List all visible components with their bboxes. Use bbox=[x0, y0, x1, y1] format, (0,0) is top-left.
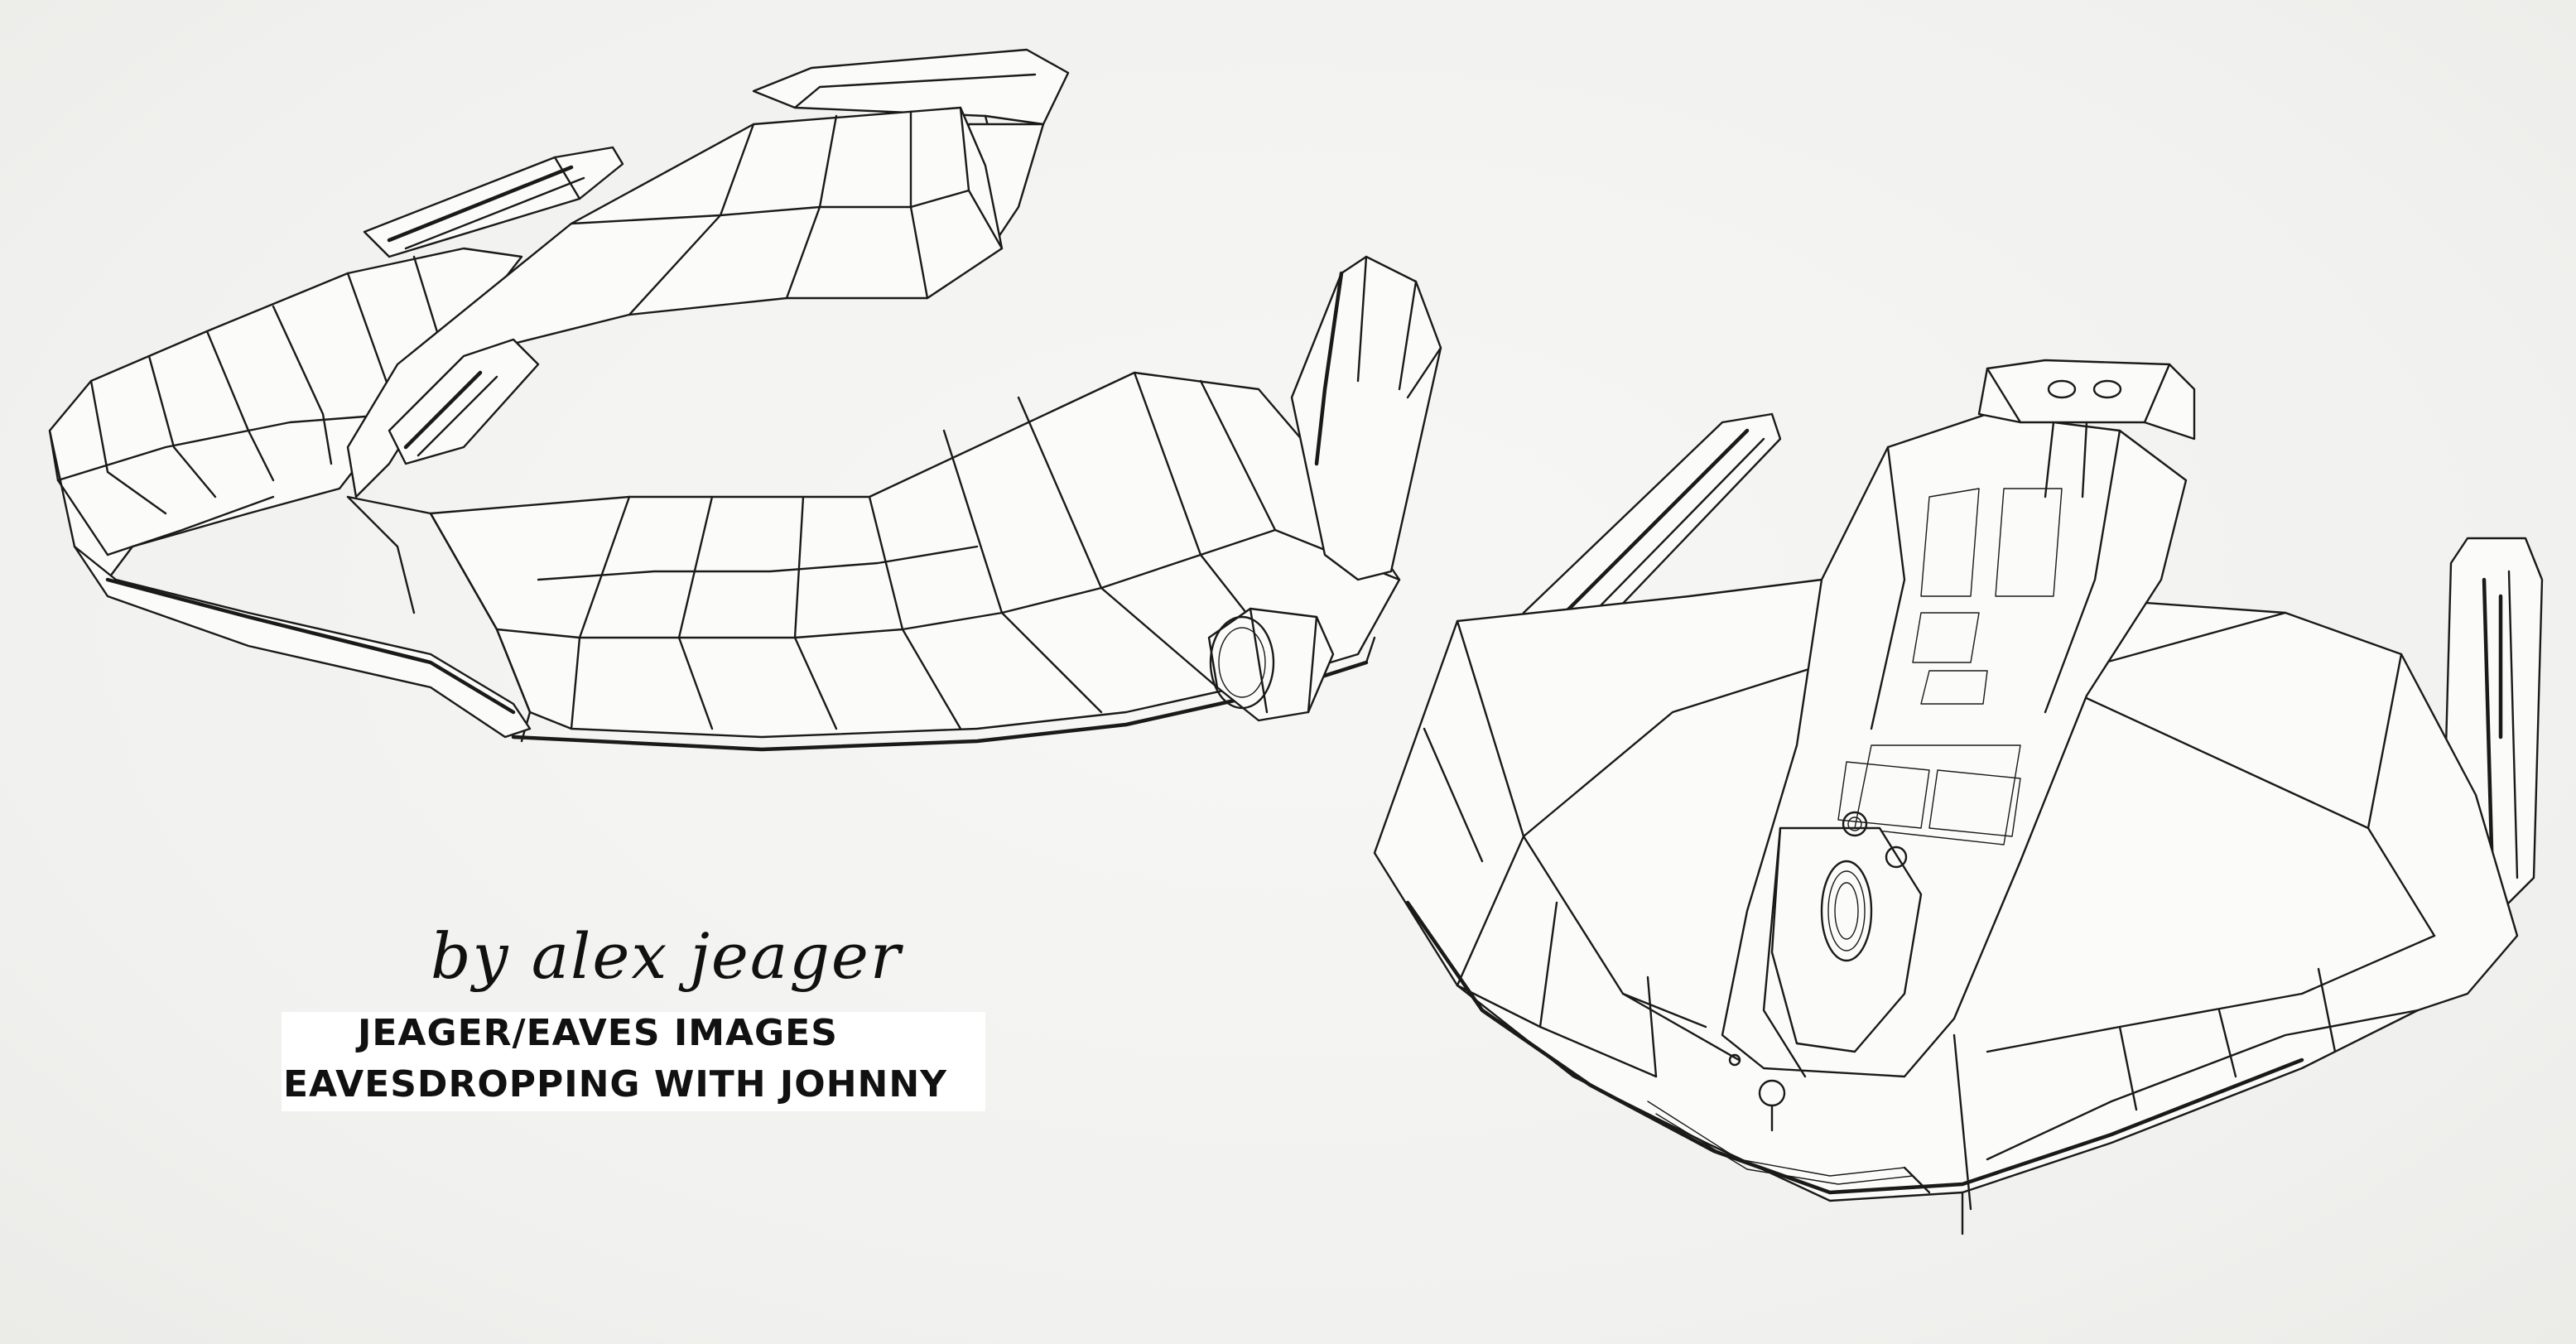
top-head-block bbox=[1977, 359, 2196, 499]
ship-top-view bbox=[1373, 359, 2544, 1236]
lower-engine-pod bbox=[1207, 607, 1335, 722]
byline-script: by alex jeager bbox=[431, 919, 903, 993]
main-saucer-fan bbox=[429, 371, 1401, 752]
credit-line-images: JEAGER/EAVES IMAGES bbox=[358, 1012, 838, 1054]
credit-line-eavesdropping: EAVESDROPPING WITH JOHNNY bbox=[283, 1063, 948, 1106]
credit-background-box bbox=[282, 1012, 985, 1111]
central-hull bbox=[346, 106, 1004, 499]
left-nacelle bbox=[363, 146, 624, 258]
right-nacelle bbox=[1290, 255, 1442, 581]
ship-three-quarter-view bbox=[48, 48, 1442, 752]
left-wing-rim bbox=[73, 495, 532, 739]
top-central-spine bbox=[1721, 412, 2188, 1132]
